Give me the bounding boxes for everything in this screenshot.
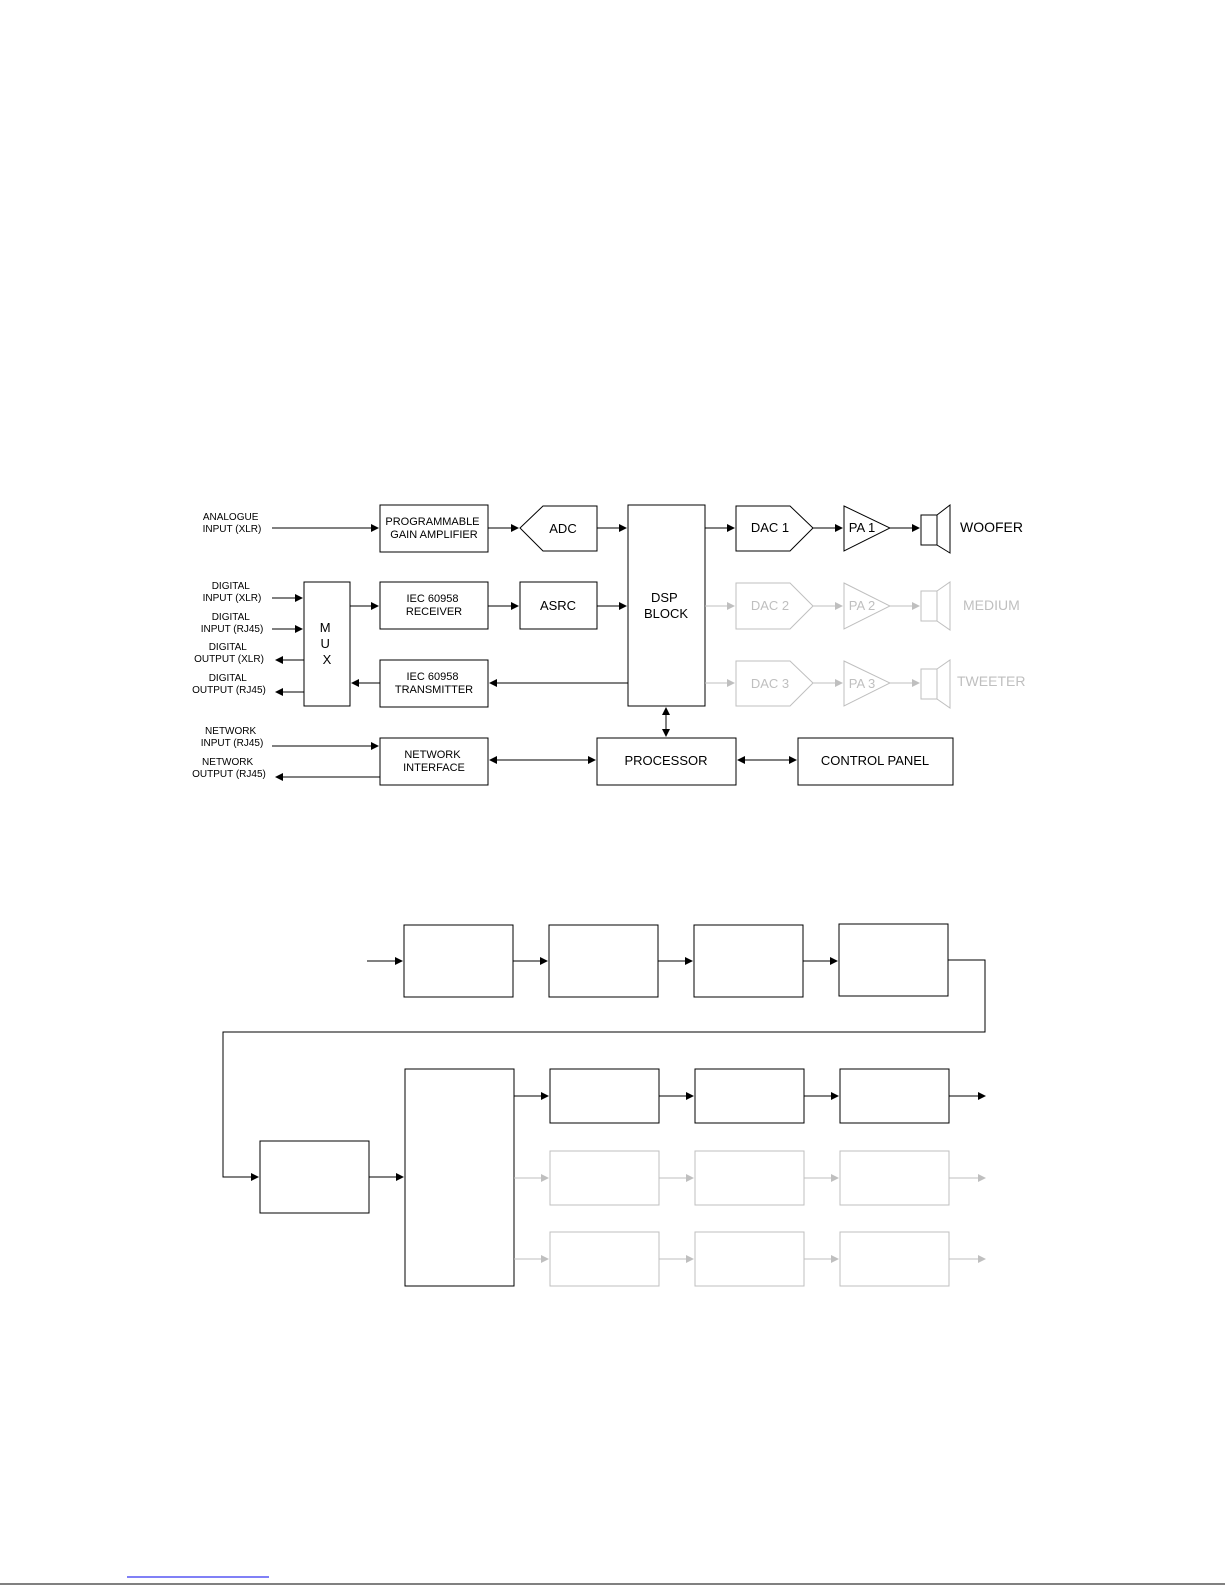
flow-row3-block-1 xyxy=(549,1231,660,1287)
flow-block-1 xyxy=(403,924,514,998)
unlabelled-flow-diagram xyxy=(222,923,986,1287)
digital-output-rj45-label: DIGITAL OUTPUT (RJ45) xyxy=(192,673,266,696)
processor-block xyxy=(596,737,737,786)
digital-input-xlr-label: DIGITAL INPUT (XLR) xyxy=(203,581,262,604)
flow-row3-block-3 xyxy=(839,1231,950,1287)
mux-label: M U X xyxy=(320,620,334,667)
flow-row1-block-3 xyxy=(839,1068,950,1124)
tweeter-label: TWEETER xyxy=(957,673,1025,689)
pga-label: PROGRAMMABLE GAIN AMPLIFIER xyxy=(385,516,482,541)
pa2-block xyxy=(843,582,892,630)
system-block-diagram: ANALOGUE INPUT (XLR) DIGITAL INPUT (XLR)… xyxy=(192,503,1025,786)
dac1-label: DAC 1 xyxy=(751,520,789,535)
iec-transmitter-block xyxy=(379,659,489,708)
pa3-label: PA 3 xyxy=(849,676,876,691)
flow-block-4 xyxy=(838,923,949,997)
flow-splitter-block xyxy=(404,1068,515,1287)
analogue-input-label: ANALOGUE INPUT (XLR) xyxy=(203,512,262,535)
flow-block-5 xyxy=(259,1140,370,1214)
dac1-block xyxy=(735,505,814,552)
control-panel-block xyxy=(797,737,954,786)
flow-row1-block-2 xyxy=(694,1068,805,1124)
network-interface-label: NETWORK INTERFACE xyxy=(403,749,465,774)
medium-label: MEDIUM xyxy=(963,597,1020,613)
mux-block xyxy=(303,581,351,707)
network-output-label: NETWORK OUTPUT (RJ45) xyxy=(192,757,266,780)
diagram1-connections xyxy=(272,524,920,781)
dac2-block xyxy=(735,582,814,630)
digital-output-xlr-label: DIGITAL OUTPUT (XLR) xyxy=(194,642,264,665)
medium-speaker-icon xyxy=(920,581,951,631)
pa2-label: PA 2 xyxy=(849,598,876,613)
iec-receiver-label: IEC 60958 RECEIVER xyxy=(406,593,462,618)
asrc-label: ASRC xyxy=(540,598,576,613)
dac3-label: DAC 3 xyxy=(751,676,789,691)
flow-row2-block-1 xyxy=(549,1150,660,1206)
diagram2-connections xyxy=(222,957,986,1263)
flow-row2-block-2 xyxy=(694,1150,805,1206)
flow-block-3 xyxy=(693,924,804,998)
programmable-gain-amplifier-block xyxy=(379,504,489,553)
pa1-label: PA 1 xyxy=(849,520,876,535)
flow-row1-block-1 xyxy=(549,1068,660,1124)
processor-label: PROCESSOR xyxy=(624,753,707,768)
network-input-label: NETWORK INPUT (RJ45) xyxy=(201,726,264,749)
flow-block-2 xyxy=(548,924,659,998)
woofer-label: WOOFER xyxy=(960,519,1023,535)
woofer-speaker-icon xyxy=(920,503,951,554)
control-panel-label: CONTROL PANEL xyxy=(821,753,929,768)
pa1-block xyxy=(843,505,892,552)
dac2-label: DAC 2 xyxy=(751,598,789,613)
iec-receiver-block xyxy=(379,581,489,630)
adc-label: ADC xyxy=(549,521,576,536)
dac3-block xyxy=(735,660,814,707)
flow-row3-block-2 xyxy=(694,1231,805,1287)
network-interface-block xyxy=(379,737,489,786)
iec-transmitter-label: IEC 60958 TRANSMITTER xyxy=(395,671,473,696)
flow-row2-block-3 xyxy=(839,1150,950,1206)
pa3-block xyxy=(843,660,892,707)
tweeter-speaker-icon xyxy=(920,659,951,709)
dsp-label: DSP BLOCK xyxy=(644,590,688,621)
digital-input-rj45-label: DIGITAL INPUT (RJ45) xyxy=(201,612,264,635)
